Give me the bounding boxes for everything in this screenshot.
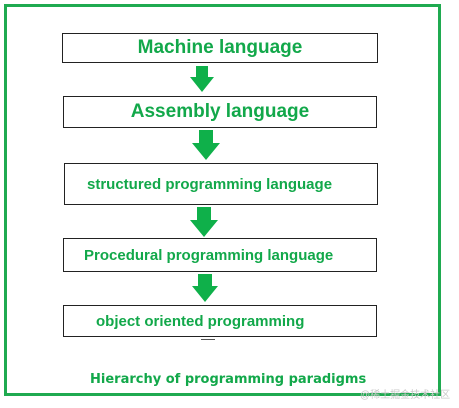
level-assembly-language: Assembly language [63, 96, 377, 128]
watermark: @稀土掘金技术社区 [360, 390, 451, 401]
diagram-frame [4, 4, 441, 396]
diagram-caption: Hierarchy of programming paradigms [90, 372, 367, 387]
divider [201, 339, 215, 340]
down-arrow-icon [192, 274, 218, 302]
level-label: object oriented programming [96, 312, 305, 330]
level-machine-language: Machine language [62, 33, 378, 63]
level-label: Assembly language [130, 101, 310, 122]
level-label: Machine language [137, 37, 303, 58]
down-arrow-icon [192, 130, 220, 160]
level-label: Procedural programming language [84, 246, 334, 264]
level-structured-programming: structured programming language [64, 163, 378, 205]
level-label: structured programming language [87, 175, 333, 193]
down-arrow-icon [190, 207, 218, 237]
down-arrow-icon [190, 66, 214, 92]
level-object-oriented-programming: object oriented programming [63, 305, 377, 337]
level-procedural-programming: Procedural programming language [63, 238, 377, 272]
